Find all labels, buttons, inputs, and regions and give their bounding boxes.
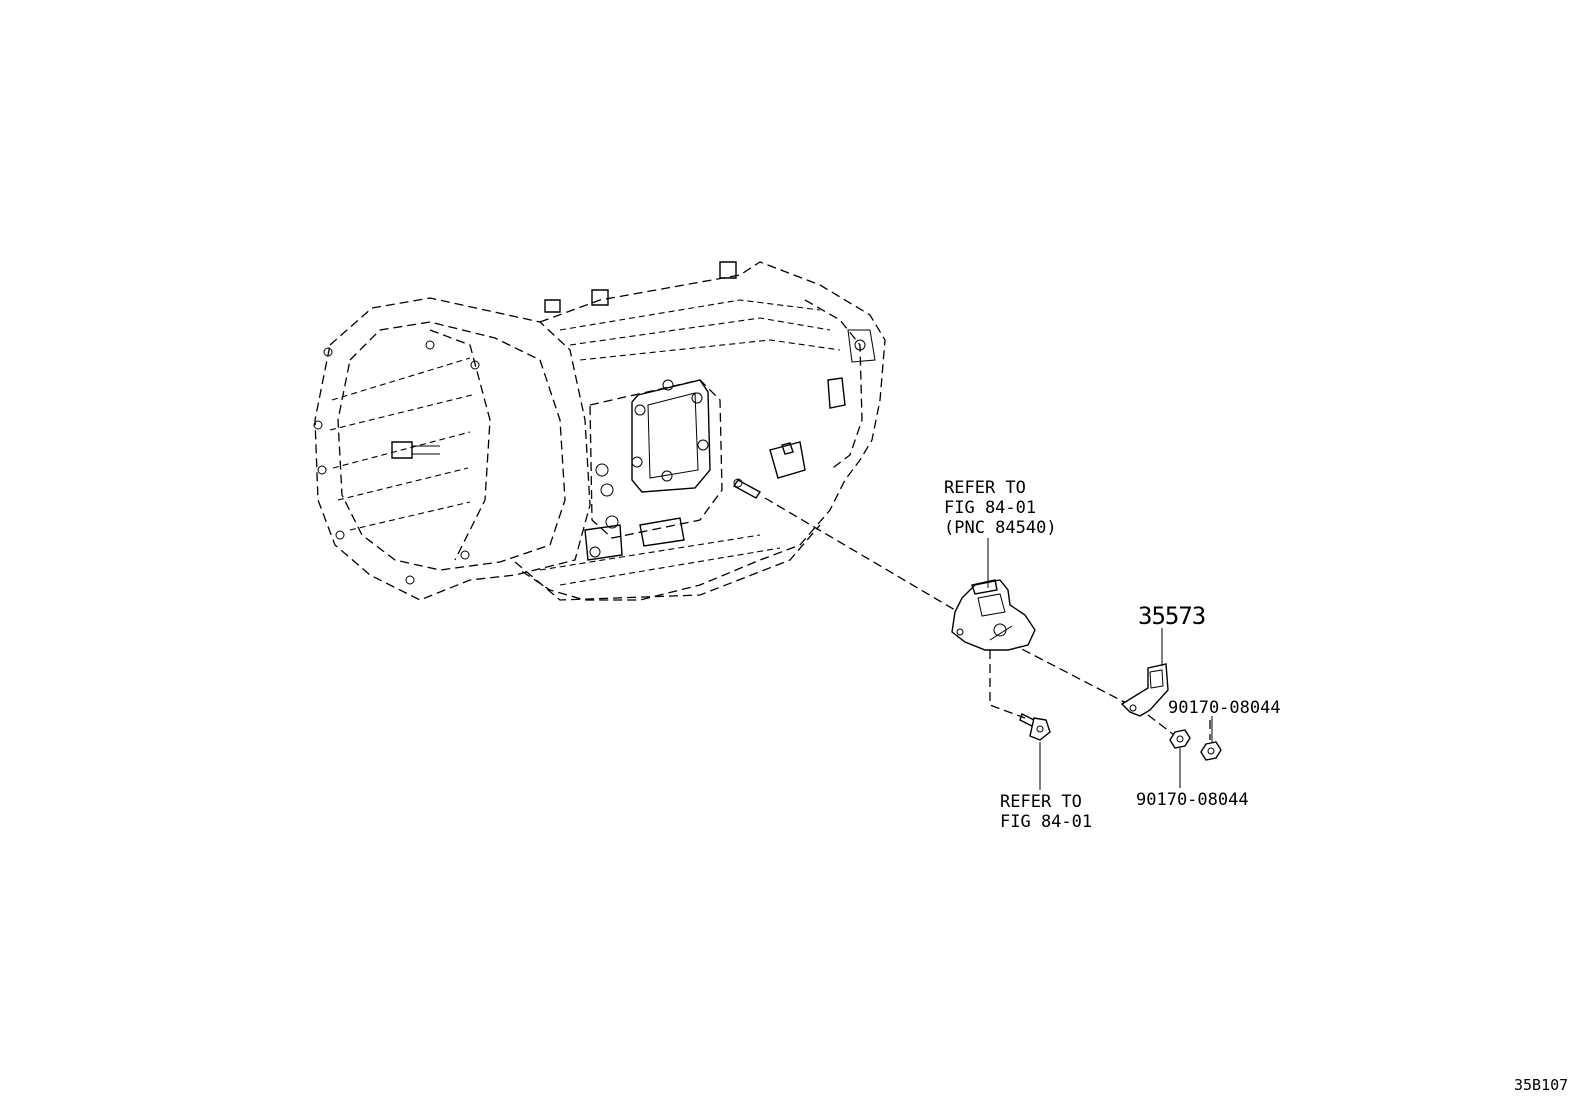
bolt-ref-line2: FIG 84-01	[1000, 812, 1093, 832]
nut-upper	[1200, 741, 1222, 761]
figure-code: 35B107	[1514, 1076, 1569, 1094]
nut-lower-part-number: 90170-08044	[1136, 790, 1249, 810]
callout-lines	[987, 538, 1213, 790]
neutral-start-switch	[951, 579, 1036, 651]
nut-upper-part-number: 90170-08044	[1168, 698, 1281, 718]
nut-lower	[1169, 729, 1191, 749]
sensor-ref-line2: FIG 84-01	[944, 498, 1037, 518]
bracket-35573	[1120, 663, 1169, 717]
sensor-ref-line1: REFER TO	[944, 478, 1026, 498]
bolt-ref-line1: REFER TO	[1000, 792, 1082, 812]
bracket-part-number: 35573	[1138, 602, 1206, 630]
sensor-ref-line3: (PNC 84540)	[944, 518, 1057, 538]
sensor-bolt	[1019, 713, 1051, 741]
transmission-assembly	[313, 261, 886, 601]
